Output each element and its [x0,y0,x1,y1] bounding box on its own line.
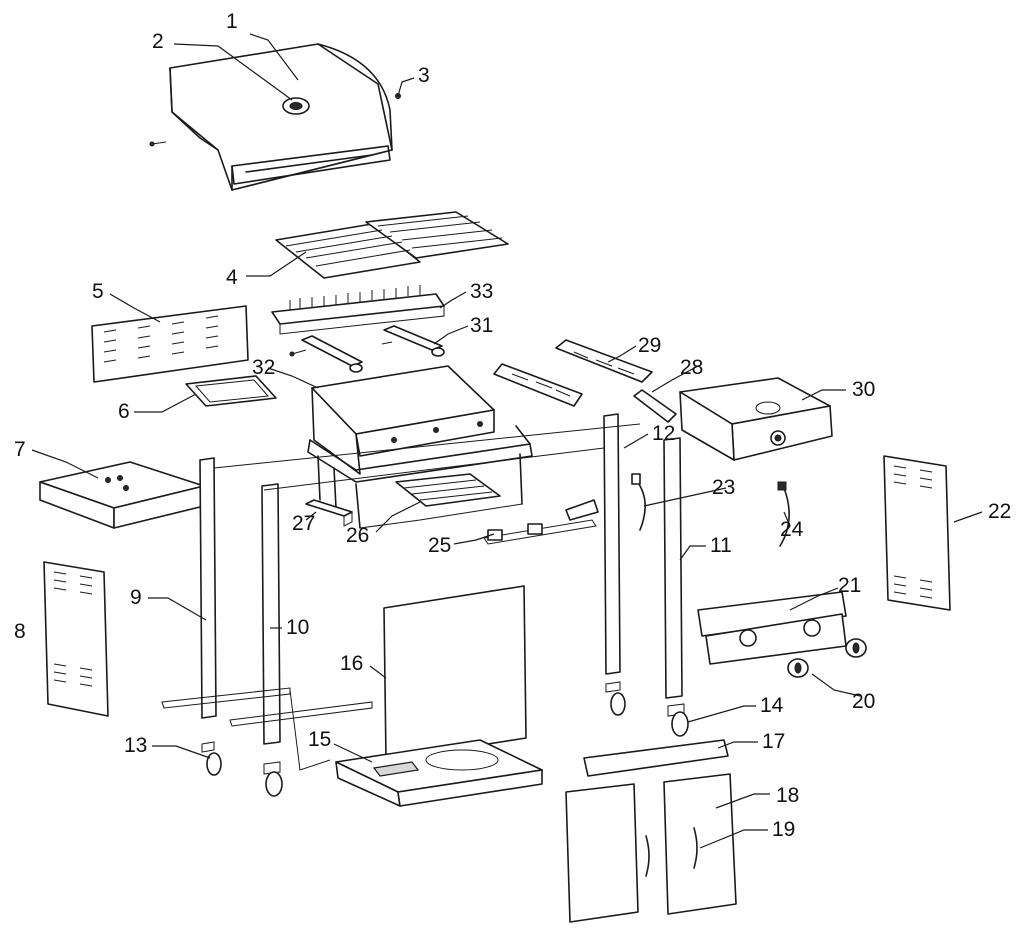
part-number-25: 25 [428,534,451,557]
part-heat-plate [395,473,501,507]
part-gas-hose [631,473,646,531]
leader-lines [31,33,983,849]
part-flame-tamers [493,339,653,407]
part-number-27: 27 [292,512,315,535]
part-number-3: 3 [418,64,430,87]
part-left-back-panel [91,305,249,383]
part-number-29: 29 [638,334,661,357]
part-number-30: 30 [852,378,875,401]
part-right-side-panel [883,455,951,611]
part-number-23: 23 [712,476,735,499]
part-number-33: 33 [470,280,493,303]
part-lid [169,43,393,191]
part-casters [201,681,689,797]
part-bracket [305,499,353,527]
part-number-2: 2 [152,30,164,53]
part-burner-tubes [301,325,445,373]
part-number-1: 1 [226,10,238,33]
part-bottom-shelf [335,739,543,807]
part-door-handles [645,827,698,877]
part-valve-manifold [483,499,599,545]
part-control-panel-strip [633,389,677,423]
part-firebox [307,365,533,529]
part-number-17: 17 [762,730,785,753]
part-number-22: 22 [988,500,1011,523]
part-thermometer [282,97,310,115]
part-leg-left-front [261,483,281,745]
part-leg-right-front [663,437,683,699]
part-number-10: 10 [286,616,309,639]
part-number-12: 12 [652,422,675,445]
part-number-16: 16 [340,652,363,675]
part-door-header [583,739,729,777]
part-number-15: 15 [308,728,331,751]
part-number-4: 4 [226,266,238,289]
part-leg-right-back [603,413,621,675]
part-side-shelf [39,461,205,529]
part-warming-rack [271,285,445,335]
part-number-32: 32 [252,356,275,379]
part-doors [565,773,737,923]
part-number-26: 26 [346,524,369,547]
part-number-13: 13 [124,734,147,757]
part-regulator-hose [777,481,790,547]
part-number-8: 8 [14,620,26,643]
part-burner-screw [289,341,393,357]
part-number-7: 7 [14,438,26,461]
part-leg-left-back [199,457,217,719]
part-cart-back-panel [383,585,527,761]
part-control-panel [697,591,847,665]
part-number-24: 24 [780,518,804,541]
part-number-5: 5 [92,280,104,303]
part-control-knobs [787,638,867,678]
part-cooking-grates [275,211,509,279]
part-number-20: 20 [852,690,875,713]
part-number-31: 31 [470,314,493,337]
part-side-burner [679,377,833,461]
part-number-labels: 1 2 3 4 5 6 7 8 9 10 11 12 13 14 15 16 1… [14,10,1011,841]
part-number-19: 19 [772,818,795,841]
part-number-18: 18 [776,784,799,807]
part-number-9: 9 [130,586,142,609]
part-frame-rods [161,423,641,771]
part-grease-tray [185,375,277,407]
part-number-21: 21 [838,574,861,597]
part-number-6: 6 [118,400,130,423]
part-number-14: 14 [760,694,784,717]
part-number-28: 28 [680,356,703,379]
part-left-side-panel [43,561,109,717]
part-number-11: 11 [710,534,732,557]
